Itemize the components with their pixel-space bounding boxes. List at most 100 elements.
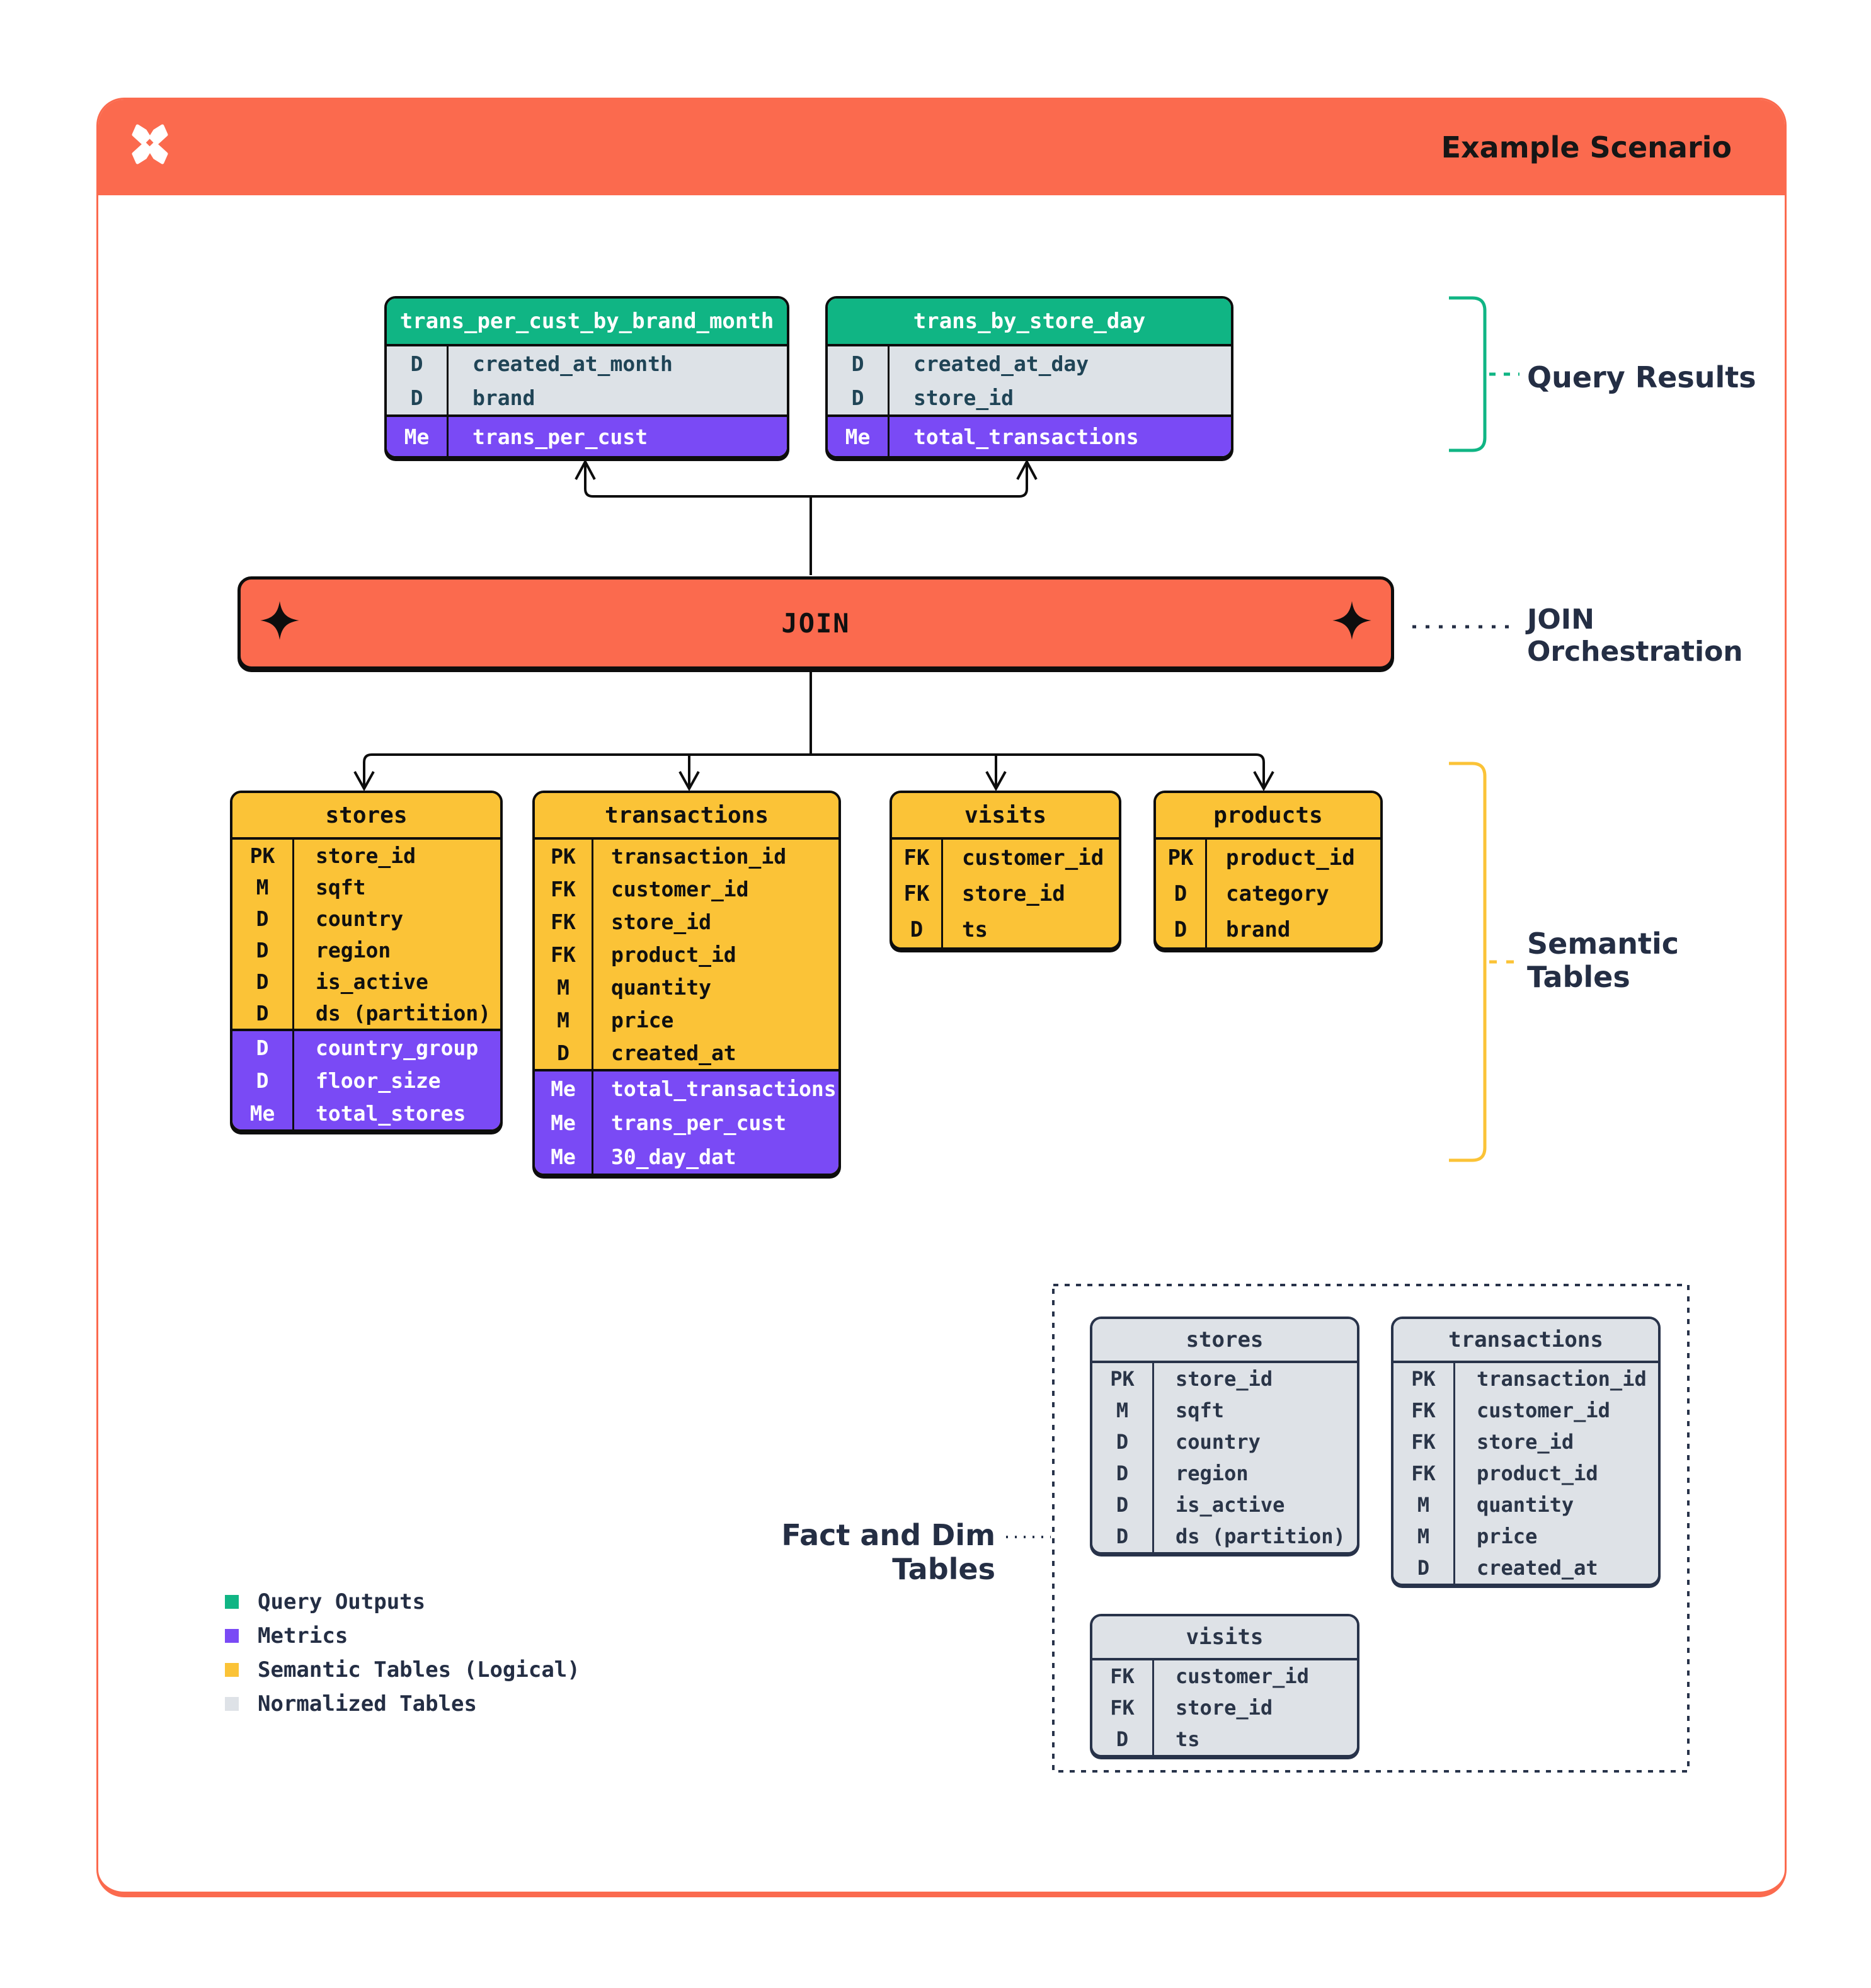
column-name: sqft xyxy=(1152,1395,1357,1426)
column-name: product_id xyxy=(592,938,838,971)
column-key-badge: FK xyxy=(1110,1696,1135,1720)
column-name: ts xyxy=(941,911,1119,947)
column-key-badge: FK xyxy=(1411,1398,1436,1422)
column-name: customer_id xyxy=(1152,1660,1357,1692)
column-key-badge: D xyxy=(410,385,423,410)
column-name: floor_size xyxy=(292,1064,500,1097)
column-name: country xyxy=(292,903,500,934)
column-key-badge: D xyxy=(256,1035,269,1060)
column-key-badge: D xyxy=(256,1068,269,1093)
column-key-badge: D xyxy=(1174,881,1187,906)
column-name: price xyxy=(592,1003,838,1036)
column-key-badge: PK xyxy=(1167,845,1194,871)
column-name: 30_day_dat xyxy=(592,1140,838,1174)
column-key-badge: FK xyxy=(1110,1664,1135,1688)
table-row: FK customer_id xyxy=(1092,1660,1357,1692)
column-name: region xyxy=(292,934,500,966)
table-title: visits xyxy=(892,793,1119,840)
table-row: FK product_id xyxy=(1393,1458,1658,1489)
semantic-tables-label-line2: Tables xyxy=(1527,960,1630,994)
table-title: stores xyxy=(232,793,500,840)
green-square-icon xyxy=(225,1595,239,1609)
column-name: total_stores xyxy=(292,1097,500,1129)
column-key-badge: D xyxy=(1417,1556,1430,1580)
column-name: ds (partition) xyxy=(292,997,500,1029)
column-key-badge: Me xyxy=(845,424,871,449)
legend-label: Normalized Tables xyxy=(258,1691,477,1717)
column-key-badge: FK xyxy=(903,845,930,871)
column-name: created_at_month xyxy=(447,346,787,380)
column-key-badge: FK xyxy=(1411,1461,1436,1485)
column-key-badge: FK xyxy=(551,909,576,934)
column-name: store_id xyxy=(292,840,500,871)
column-name: transaction_id xyxy=(592,840,838,872)
table-title: trans_by_store_day xyxy=(828,299,1231,346)
legend-label: Query Outputs xyxy=(258,1589,426,1614)
column-name: created_at xyxy=(1453,1552,1658,1584)
column-key-badge: D xyxy=(410,351,423,376)
column-name: country xyxy=(1152,1426,1357,1458)
column-key-badge: D xyxy=(256,937,269,963)
column-key-badge: D xyxy=(1116,1727,1129,1751)
column-name: country_group xyxy=(292,1031,500,1064)
page-title: Example Scenario xyxy=(1441,130,1732,164)
column-key-badge: FK xyxy=(903,881,930,906)
four-point-star-icon xyxy=(260,601,299,640)
column-name: total_transactions xyxy=(592,1071,838,1105)
column-name: product_id xyxy=(1453,1458,1658,1489)
column-key-badge: D xyxy=(256,906,269,931)
join-orchestration-label-line1: JOIN xyxy=(1527,603,1594,636)
table-title: visits xyxy=(1092,1616,1357,1660)
column-key-badge: D xyxy=(1116,1524,1129,1548)
column-name: brand xyxy=(1205,911,1380,947)
column-key-badge: D xyxy=(256,969,269,994)
column-key-badge: Me xyxy=(404,424,430,449)
column-name: total_transactions xyxy=(888,417,1231,456)
column-key-badge: D xyxy=(1174,917,1187,942)
column-key-badge: Me xyxy=(551,1076,576,1101)
column-name: store_id xyxy=(592,905,838,938)
column-name: sqft xyxy=(292,871,500,903)
column-key-badge: M xyxy=(1116,1398,1129,1422)
column-key-badge: D xyxy=(256,1000,269,1025)
table-title: products xyxy=(1156,793,1380,840)
column-key-badge: D xyxy=(557,1040,569,1065)
column-name: customer_id xyxy=(941,840,1119,876)
